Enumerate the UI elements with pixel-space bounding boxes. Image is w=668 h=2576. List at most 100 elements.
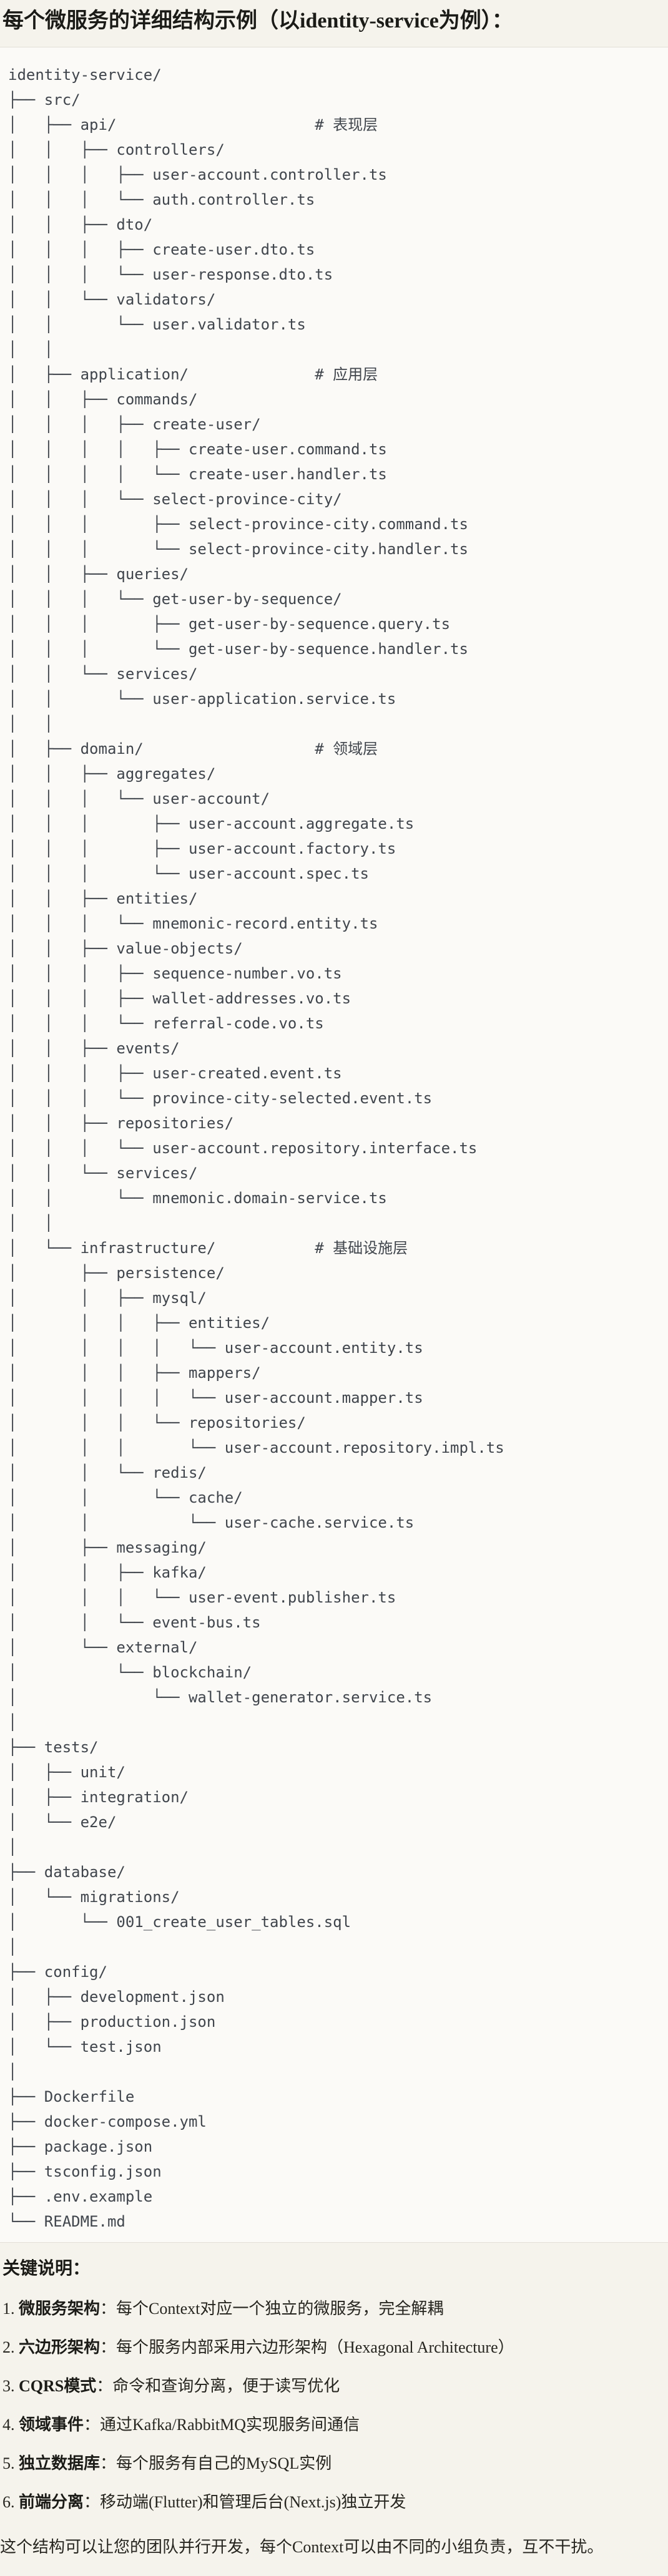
- tree-line: identity-service/: [8, 66, 162, 84]
- tree-line: │ │ │ └── referral-code.vo.ts: [8, 1015, 324, 1032]
- tree-line: │ └── 001_create_user_tables.sql: [8, 1913, 351, 1931]
- tree-line: │ │ ├── dto/: [8, 216, 153, 233]
- tree-line: │ │ └── mnemonic.domain-service.ts: [8, 1189, 387, 1207]
- note-item: 6. 前端分离：移动端(Flutter)和管理后台(Next.js)独立开发: [2, 2491, 668, 2514]
- tree-line: │ │ │ └── user-account.spec.ts: [8, 865, 369, 882]
- note-item-number: 2.: [2, 2338, 19, 2356]
- note-item: 5. 独立数据库：每个服务有自己的MySQL实例: [2, 2452, 668, 2475]
- tree-line: │ │ └── redis/: [8, 1464, 207, 1481]
- tree-line: │: [8, 2063, 17, 2081]
- document-page: 每个微服务的详细结构示例（以identity-service为例）： ident…: [0, 7, 668, 2570]
- tree-line: │ │ │ └── user-response.dto.ts: [8, 266, 333, 283]
- tree-line: │ ├── integration/: [8, 1788, 189, 1806]
- tree-line: │ │ │ ├── create-user.dto.ts: [8, 241, 315, 258]
- tree-line: │ │ │ ├── user-created.event.ts: [8, 1065, 342, 1082]
- tree-line: │ ├── application/ # 应用层: [8, 366, 378, 383]
- tree-line: │ │ │ ├── user-account.factory.ts: [8, 840, 396, 857]
- tree-line: │ │ │ └── user-event.publisher.ts: [8, 1589, 396, 1606]
- tree-line: │ │ │ └── repositories/: [8, 1414, 306, 1432]
- tree-line: ├── docker-compose.yml: [8, 2113, 207, 2130]
- tree-line: ├── .env.example: [8, 2188, 153, 2205]
- tree-line: │ ├── persistence/: [8, 1264, 225, 1282]
- note-item: 3. CQRS模式：命令和查询分离，便于读写优化: [2, 2375, 668, 2398]
- note-item: 2. 六边形架构：每个服务内部采用六边形架构（Hexagonal Archite…: [2, 2336, 668, 2359]
- tree-line: │ │ └── user.validator.ts: [8, 316, 306, 333]
- tree-line: │ │ │ │ └── user-account.entity.ts: [8, 1339, 423, 1357]
- tree-line: │ │ │ │ └── create-user.handler.ts: [8, 466, 387, 483]
- tree-line: │ │ │ └── user-account/: [8, 790, 270, 807]
- tree-line: └── README.md: [8, 2213, 125, 2230]
- tree-line: │ │ │ └── province-city-selected.event.t…: [8, 1090, 433, 1107]
- tree-line: │ └── infrastructure/ # 基础设施层: [8, 1239, 408, 1257]
- tree-line: │ │ └── services/: [8, 1164, 198, 1182]
- tree-line: │ │ │ └── user-account.repository.interf…: [8, 1139, 478, 1157]
- note-item-number: 3.: [2, 2377, 19, 2395]
- tree-line: │ ├── development.json: [8, 1988, 225, 2006]
- tree-line: │ │ │ └── select-province-city/: [8, 490, 342, 508]
- tree-line: │ │ │ ├── mappers/: [8, 1364, 261, 1382]
- tree-line: │ │ │ └── auth.controller.ts: [8, 191, 315, 208]
- tree-line: │ │ │ └── get-user-by-sequence.handler.t…: [8, 640, 468, 658]
- note-item-term: 前端分离: [19, 2493, 84, 2511]
- directory-tree-code-block: identity-service/ ├── src/ │ ├── api/ # 表现…: [0, 47, 668, 2243]
- tree-line: │ ├── messaging/: [8, 1539, 207, 1556]
- tree-line: │ │ └── validators/: [8, 291, 216, 308]
- tree-line: ├── tsconfig.json: [8, 2163, 162, 2180]
- tree-line: │ │: [8, 341, 54, 358]
- tree-line: │ └── e2e/: [8, 1813, 117, 1831]
- tree-line: │ │ ├── mysql/: [8, 1289, 207, 1307]
- tree-line: │ ├── unit/: [8, 1764, 125, 1781]
- tree-line: │ │ │ ├── wallet-addresses.vo.ts: [8, 990, 351, 1007]
- tree-line: │ └── external/: [8, 1639, 198, 1656]
- tree-line: │ │ ├── value-objects/: [8, 940, 243, 957]
- tree-line: │ │ └── user-cache.service.ts: [8, 1514, 415, 1531]
- tree-line: │ ├── api/ # 表现层: [8, 116, 378, 134]
- tree-line: │ │ ├── commands/: [8, 391, 198, 408]
- tree-line: │: [8, 1838, 17, 1856]
- tree-line: │ │ │ ├── create-user/: [8, 416, 261, 433]
- tree-line: ├── src/: [8, 91, 81, 109]
- note-item-text: ：每个服务有自己的MySQL实例: [100, 2454, 332, 2472]
- note-item-number: 4.: [2, 2416, 19, 2434]
- note-item-term: 领域事件: [19, 2416, 84, 2434]
- tree-line: │ │ │ └── mnemonic-record.entity.ts: [8, 915, 378, 932]
- notes-list: 1. 微服务架构：每个Context对应一个独立的微服务，完全解耦 2. 六边形架…: [0, 2298, 668, 2514]
- tree-line: │: [8, 1714, 17, 1731]
- tree-line: │ │ │ ├── select-province-city.command.t…: [8, 515, 468, 533]
- tree-line: │ │ │ └── select-province-city.handler.t…: [8, 540, 468, 558]
- note-item-text: ：每个服务内部采用六边形架构（Hexagonal Architecture）: [100, 2338, 514, 2356]
- tree-line: │: [8, 1938, 17, 1956]
- tree-line: ├── Dockerfile: [8, 2088, 135, 2105]
- tree-line: ├── package.json: [8, 2138, 153, 2155]
- note-item: 1. 微服务架构：每个Context对应一个独立的微服务，完全解耦: [2, 2298, 668, 2320]
- tree-line: │ ├── domain/ # 领域层: [8, 740, 378, 758]
- tree-line: │ │ └── user-application.service.ts: [8, 690, 396, 708]
- note-item: 4. 领域事件：通过Kafka/RabbitMQ实现服务间通信: [2, 2414, 668, 2436]
- note-item-term: 微服务架构: [19, 2300, 101, 2318]
- page-title: 每个微服务的详细结构示例（以identity-service为例）：: [2, 9, 513, 32]
- note-item-text: ：通过Kafka/RabbitMQ实现服务间通信: [84, 2416, 360, 2434]
- tree-line: │ │ ├── events/: [8, 1040, 180, 1057]
- tree-line: │ ├── production.json: [8, 2013, 216, 2031]
- closing-paragraph: 这个结构可以让您的团队并行开发，每个Context可以由不同的小组负责，互不干扰…: [0, 2538, 604, 2556]
- tree-line: │ │ ├── entities/: [8, 890, 198, 907]
- note-item-number: 5.: [2, 2454, 19, 2472]
- tree-line: │ └── blockchain/: [8, 1664, 252, 1681]
- tree-line: │ │ ├── queries/: [8, 565, 189, 583]
- directory-tree: identity-service/ ├── src/ │ ├── api/ # 表现…: [8, 62, 661, 2234]
- tree-line: │ └── migrations/: [8, 1888, 180, 1906]
- tree-line: │ │ │ └── get-user-by-sequence/: [8, 590, 342, 608]
- tree-line: │ │ │ │ └── user-account.mapper.ts: [8, 1389, 423, 1407]
- tree-line: │ │ └── cache/: [8, 1489, 243, 1506]
- note-item-term: CQRS模式: [19, 2377, 97, 2395]
- tree-line: │ │ │ ├── get-user-by-sequence.query.ts: [8, 615, 451, 633]
- tree-line: │ │ │ ├── entities/: [8, 1314, 270, 1332]
- tree-line: ├── database/: [8, 1863, 125, 1881]
- tree-line: │ │ │ │ ├── create-user.command.ts: [8, 441, 387, 458]
- note-item-term: 六边形架构: [19, 2338, 101, 2356]
- tree-line: │ │ │ ├── user-account.controller.ts: [8, 166, 387, 183]
- tree-line: │ │ │ ├── sequence-number.vo.ts: [8, 965, 342, 982]
- note-item-text: ：每个Context对应一个独立的微服务，完全解耦: [100, 2300, 444, 2318]
- tree-line: │ │ │ ├── user-account.aggregate.ts: [8, 815, 415, 832]
- tree-line: │ │ │ └── user-account.repository.impl.t…: [8, 1439, 504, 1456]
